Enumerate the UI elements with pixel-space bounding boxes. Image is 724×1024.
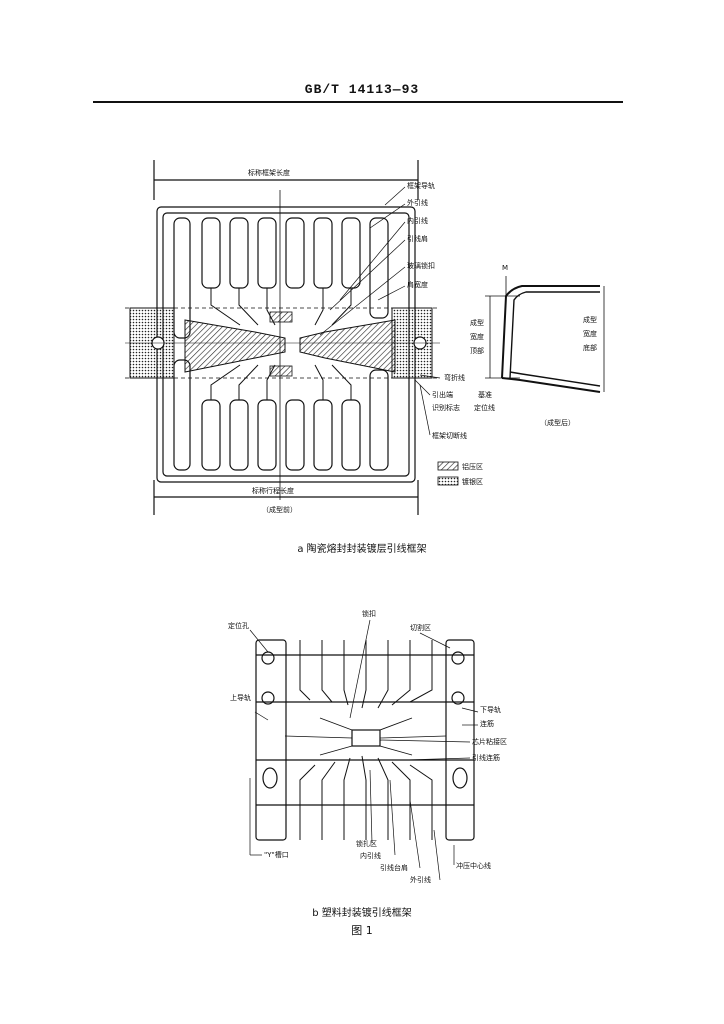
label-clamp: 玻璃锁扣 <box>407 261 435 270</box>
label-upper-rail: 上导轨 <box>230 693 251 702</box>
label-form-1: 成型 <box>470 318 484 327</box>
label-form-r3: 底部 <box>583 343 597 352</box>
label-lock-zone: 锁扎区 <box>356 839 377 848</box>
label-bottom-note: （成型前） <box>262 505 297 514</box>
label-punch-center: 冲压中心线 <box>456 861 491 870</box>
figure-a-leadframe <box>125 160 605 515</box>
legend-swatch-hatch <box>437 461 459 471</box>
label-form-2: 宽度 <box>470 332 484 341</box>
caption-figure-a: a 陶瓷熔封封装镀层引线框架 <box>297 544 427 555</box>
figure-a-labels: 标称框架长度 框架导轨 外引线 内引线 引线肩 玻璃锁扣 肩宽度 弯折线 引出端… <box>248 168 597 514</box>
label-bottom-dim: 标称行程长度 <box>252 486 294 495</box>
label-y-slot: "Y"槽口 <box>264 850 289 859</box>
label-cut-zone: 切割区 <box>410 623 431 632</box>
label-inner-lead-b: 内引线 <box>360 851 381 860</box>
outer-leads-bottom <box>173 359 389 471</box>
legend-zone2: 镀银区 <box>462 477 483 486</box>
label-form-r2: 宽度 <box>583 329 597 338</box>
label-datum-2: 定位线 <box>474 403 495 412</box>
figure-b-labels: 定位孔 锁扣 切割区 上导轨 下导轨 连筋 芯片粘接区 引线连筋 "Y"槽口 锁… <box>228 609 507 884</box>
label-m: M <box>502 264 508 272</box>
label-id-mark: 识别标志 <box>432 403 460 412</box>
label-lead-shoulder: 引线肩 <box>407 234 428 243</box>
label-outer-lead: 外引线 <box>407 198 428 207</box>
standard-header: GB/T 14113—93 <box>304 82 420 97</box>
label-lower-rail: 下导轨 <box>480 705 501 714</box>
label-frame-cut: 框架切断线 <box>432 431 467 440</box>
figure-title: 图 1 <box>351 924 373 937</box>
label-datum-1: 基准 <box>478 390 492 399</box>
label-shoulder-width: 肩宽度 <box>407 280 428 289</box>
label-outer-lead-b: 外引线 <box>410 875 431 884</box>
figure-b-leads-bottom <box>299 755 433 840</box>
label-bend-line: 弯折线 <box>444 373 465 382</box>
label-inner-lead: 内引线 <box>407 216 428 225</box>
header-rule <box>93 101 623 103</box>
label-lock: 锁扣 <box>362 609 376 618</box>
label-lead-shoulder-b: 引线台肩 <box>380 863 408 872</box>
figure-b-leadframe <box>249 619 479 881</box>
label-lead-link: 引线连筋 <box>472 753 500 762</box>
label-form-r1: 成型 <box>583 315 597 324</box>
label-form-3: 顶部 <box>470 346 484 355</box>
label-top-dim: 标称框架长度 <box>248 168 290 177</box>
label-after-form: （成型后） <box>540 418 575 427</box>
figure-b-leads-top <box>299 640 433 709</box>
label-tie-bar: 连筋 <box>480 719 494 728</box>
legend-swatch-dots <box>437 476 459 486</box>
label-die-area: 芯片粘接区 <box>472 737 507 746</box>
label-locating-hole: 定位孔 <box>228 621 249 630</box>
label-frame-rail: 框架导轨 <box>407 181 435 190</box>
die-pad <box>351 729 381 747</box>
label-lead-exit: 引出端 <box>432 390 453 399</box>
legend-zone1: 铝压区 <box>462 462 483 471</box>
caption-figure-b: b 塑料封装镀引线框架 <box>312 908 412 919</box>
